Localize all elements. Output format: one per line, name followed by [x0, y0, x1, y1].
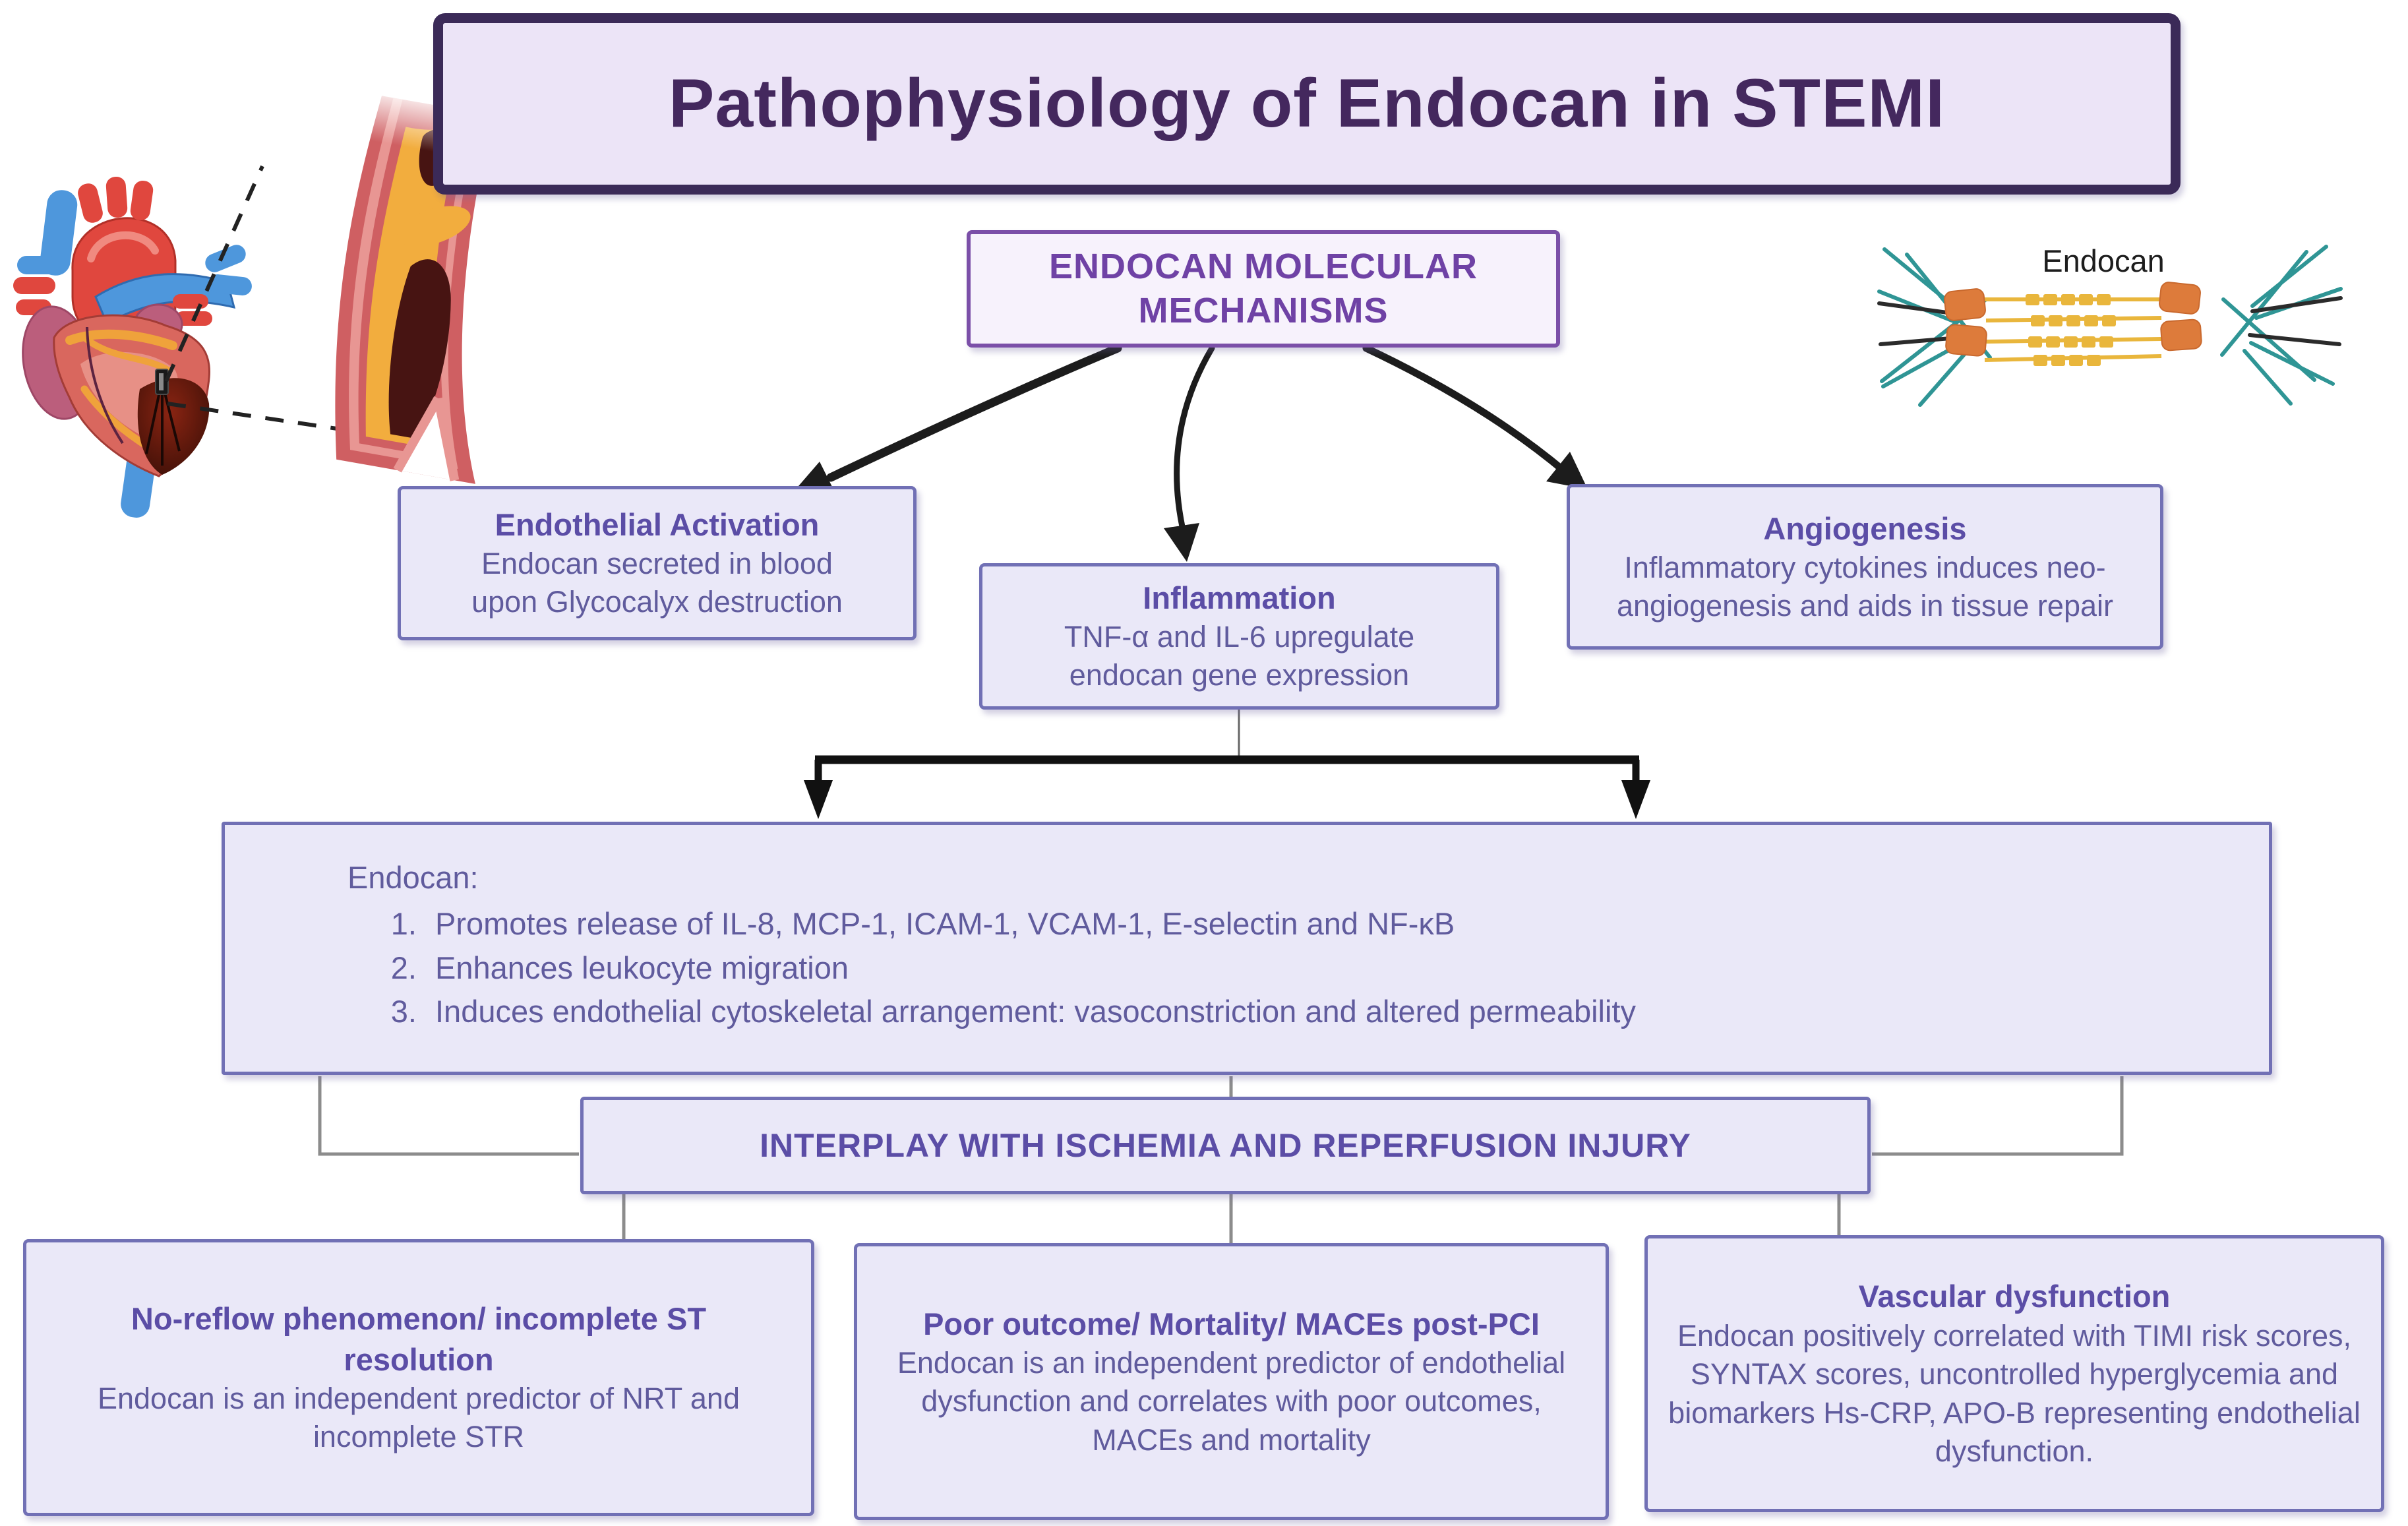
branch-body: TNF-α and IL-6 upregulate endocan gene e… [1064, 620, 1415, 692]
connector-effects-to-interplay-right [1872, 1076, 2124, 1156]
branch-heading: Endothelial Activation [495, 507, 820, 543]
branch-heading: Inflammation [1143, 580, 1336, 616]
coronary-band-1 [65, 329, 177, 350]
effects-item-text: Promotes release of IL-8, MCP-1, ICAM-1,… [435, 906, 1455, 941]
effects-item-text: Enhances leukocyte migration [435, 950, 849, 985]
artery-plaque-bridge [397, 206, 471, 247]
right-atrium [22, 305, 94, 420]
artery-lumen-lower [388, 259, 451, 439]
interplay-label: INTERPLAY WITH ISCHEMIA AND REPERFUSION … [760, 1127, 1691, 1164]
infarct-streaks [145, 391, 181, 466]
occlusion-marker-inner [159, 373, 164, 390]
outcome-heading: No-reflow phenomenon/ incomplete ST reso… [131, 1301, 707, 1377]
page-title: Pathophysiology of Endocan in STEMI [669, 65, 1945, 142]
zoom-dashed-line-lower [167, 402, 373, 436]
aorta-highlight [87, 231, 159, 262]
ivc-vessel [121, 445, 156, 518]
outcome-body: Endocan is an independent predictor of N… [97, 1381, 740, 1454]
effects-item-number: 1. [390, 906, 417, 941]
branch-body: Endocan secreted in blood upon Glycocaly… [471, 547, 843, 619]
core-protein-black-lines [1877, 296, 2343, 346]
left-blue-stub [17, 256, 59, 274]
septal-groove [86, 326, 124, 444]
effects-item-text: Induces endothelial cytoskeletal arrange… [435, 994, 1636, 1029]
zoom-dashed-line-upper [164, 165, 264, 382]
effects-heading: Endocan: [347, 860, 479, 895]
branch-body: Inflammatory cytokines induces neo-angio… [1617, 550, 2113, 623]
coronary-band-2 [81, 334, 172, 374]
effects-item: 3. Induces endothelial cytoskeletal arra… [347, 990, 1636, 1034]
bead-chain-grid [2026, 294, 2116, 366]
ventricle-highlight [80, 351, 179, 439]
bracket-arrowhead-right [1621, 780, 1650, 819]
protein-domains-orange [1944, 282, 2202, 357]
outcome-heading: Poor outcome/ Mortality/ MACEs post-PCI [923, 1306, 1540, 1341]
pa-branch-1 [205, 245, 246, 272]
mechanisms-title-line1: ENDOCAN MOLECULAR [1049, 246, 1478, 286]
right-red-stub-2 [175, 311, 212, 326]
branch-box-endothelial-activation: Endothelial Activation Endocan secreted … [398, 486, 917, 640]
molecule-label: Endocan [2042, 243, 2165, 278]
branch-heading: Angiogenesis [1763, 510, 1967, 546]
effects-item-number: 2. [390, 950, 417, 985]
title-box: Pathophysiology of Endocan in STEMI [433, 13, 2181, 195]
heart-illustration [13, 176, 252, 518]
branch-box-inflammation: Inflammation TNF-α and IL-6 upregulate e… [979, 563, 1499, 710]
outcome-box-no-reflow: No-reflow phenomenon/ incomplete ST reso… [23, 1239, 814, 1516]
outcome-body: Endocan is an independent predictor of e… [897, 1345, 1566, 1457]
effects-item: 1. Promotes release of IL-8, MCP-1, ICAM… [347, 902, 1455, 946]
bracket-arrowhead-left [804, 780, 833, 819]
linker-lines-yellow [1984, 297, 2162, 362]
outcome-heading: Vascular dysfunction [1858, 1279, 2171, 1314]
arrow-to-endothelial-icon [790, 344, 1122, 496]
aorta-branch-1 [78, 183, 103, 223]
occlusion-marker [155, 369, 169, 395]
arrow-to-inflammation-icon [1164, 345, 1215, 562]
ventricles [53, 314, 211, 477]
left-atrium [133, 303, 183, 346]
interplay-box: INTERPLAY WITH ISCHEMIA AND REPERFUSION … [580, 1097, 1871, 1194]
outcome-box-vascular-dysfunction: Vascular dysfunction Endocan positively … [1644, 1235, 2384, 1512]
aorta [71, 217, 177, 339]
mechanisms-title-line2: MECHANISMS [1138, 291, 1389, 330]
effects-item-number: 3. [390, 994, 417, 1029]
right-red-stub-1 [173, 294, 208, 309]
connector-effects-to-interplay-left [318, 1076, 579, 1156]
left-red-stub-2 [16, 299, 51, 315]
endocan-effects-box: Endocan: 1. Promotes release of IL-8, MC… [222, 822, 2272, 1075]
effects-item: 2. Enhances leukocyte migration [347, 946, 849, 991]
svc-vessel [40, 190, 78, 276]
outcome-body: Endocan positively correlated with TIMI … [1668, 1318, 2361, 1469]
zoom-dashed-lines [164, 165, 373, 436]
branch-box-angiogenesis: Angiogenesis Inflammatory cytokines indu… [1567, 484, 2163, 650]
left-red-stub-1 [13, 277, 55, 294]
bracket-connector [804, 710, 1650, 819]
infarct-region [137, 378, 210, 475]
artery-branch-gap [397, 398, 455, 481]
aorta-branch-3 [130, 181, 154, 220]
coronary-band-3 [80, 385, 164, 458]
pa-branch-2 [208, 274, 252, 295]
mechanisms-box: ENDOCAN MOLECULAR MECHANISMS [967, 230, 1560, 348]
outcome-box-poor-outcome: Poor outcome/ Mortality/ MACEs post-PCI … [854, 1243, 1609, 1520]
pulmonary-artery [94, 273, 236, 325]
aorta-branch-2 [105, 176, 128, 218]
artery-branch-walls [393, 396, 460, 481]
arrow-to-angiogenesis-icon [1362, 344, 1588, 489]
